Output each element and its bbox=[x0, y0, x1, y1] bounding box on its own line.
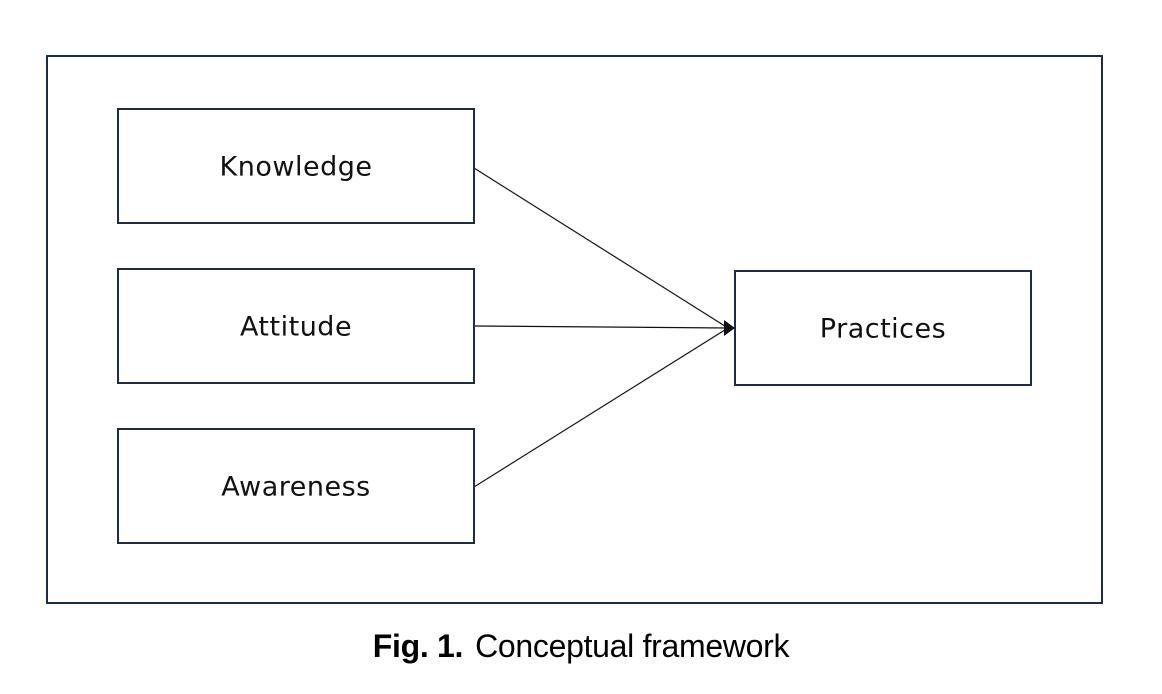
arrowhead-icon bbox=[724, 320, 735, 336]
node-knowledge-box bbox=[117, 108, 475, 224]
conceptual-framework-diagram: Knowledge Attitude Awareness Practices bbox=[46, 55, 1103, 604]
figure-caption: Fig. 1. Conceptual framework bbox=[0, 628, 1162, 665]
node-attitude-label: Attitude bbox=[240, 312, 352, 343]
node-awareness-box bbox=[117, 428, 475, 544]
edge-attitude-to-practices bbox=[473, 325, 729, 329]
figure-number: Fig. 1. bbox=[372, 628, 464, 664]
node-practices-label: Practices bbox=[820, 314, 946, 345]
node-attitude-box bbox=[117, 268, 475, 384]
node-awareness: Awareness bbox=[117, 428, 475, 544]
edge-awareness-to-practices bbox=[473, 327, 729, 488]
figure-caption-text: Conceptual framework bbox=[475, 628, 790, 664]
node-knowledge-label: Knowledge bbox=[220, 152, 373, 183]
node-practices-box bbox=[734, 270, 1032, 386]
node-attitude: Attitude bbox=[117, 268, 475, 384]
node-awareness-label: Awareness bbox=[221, 472, 370, 503]
node-practices: Practices bbox=[734, 270, 1032, 386]
node-knowledge: Knowledge bbox=[117, 108, 475, 224]
edge-knowledge-to-practices bbox=[473, 167, 729, 329]
